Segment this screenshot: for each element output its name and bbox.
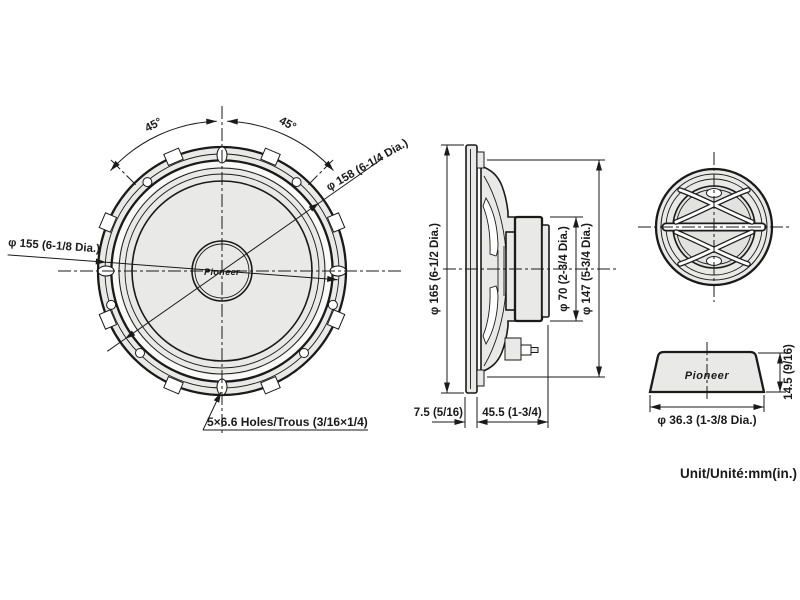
tweeter-side-view: Pioneer 14.5 (9/16) φ 36.3 (1-3/8 Dia.) bbox=[648, 342, 795, 427]
side-terminal-block bbox=[504, 337, 522, 361]
dim-flange-depth: 7.5 (5/16) bbox=[414, 407, 463, 419]
side-rear-plate bbox=[541, 224, 550, 318]
dim-overall-dia: φ 165 (6-1/2 Dia.) bbox=[429, 223, 441, 315]
dim-tweeter-height: 14.5 (9/16) bbox=[783, 344, 795, 400]
dim-mounting-holes: 5×6.6 Holes/Trous (3/16×1/4) bbox=[207, 415, 368, 429]
angle-label-left: 45° bbox=[143, 116, 164, 135]
woofer-side-view: φ 165 (6-1/2 Dia.) φ 147 (5-3/4 Dia.) φ … bbox=[414, 144, 616, 428]
dim-magnet-dia: φ 70 (2-3/4 Dia.) bbox=[558, 226, 570, 312]
tweeter-front-view bbox=[638, 152, 790, 302]
dim-mounting-depth: 45.5 (1-3/4) bbox=[482, 407, 542, 419]
side-terminal-lug bbox=[520, 344, 532, 356]
angle-dim-left bbox=[110, 118, 217, 171]
woofer-front-view: 45° 45° φ 155 (6-1/8 Dia.) φ 158 (6-1/4 … bbox=[7, 106, 411, 434]
side-front-plate bbox=[505, 231, 516, 311]
angle-label-right: 45° bbox=[277, 115, 298, 134]
angle-dim-right bbox=[227, 118, 334, 171]
dim-tweeter-dia: φ 36.3 (1-3/8 Dia.) bbox=[657, 413, 756, 427]
unit-note: Unit/Unité:mm(in.) bbox=[680, 466, 797, 481]
dim-bolt-circle: φ 155 (6-1/8 Dia.) bbox=[8, 237, 101, 255]
woofer-brand-logo: Pioneer bbox=[204, 267, 240, 277]
dim-frame-dia: φ 158 (6-1/4 Dia.) bbox=[325, 137, 411, 193]
dim-basket-dia: φ 147 (5-3/4 Dia.) bbox=[581, 223, 593, 315]
